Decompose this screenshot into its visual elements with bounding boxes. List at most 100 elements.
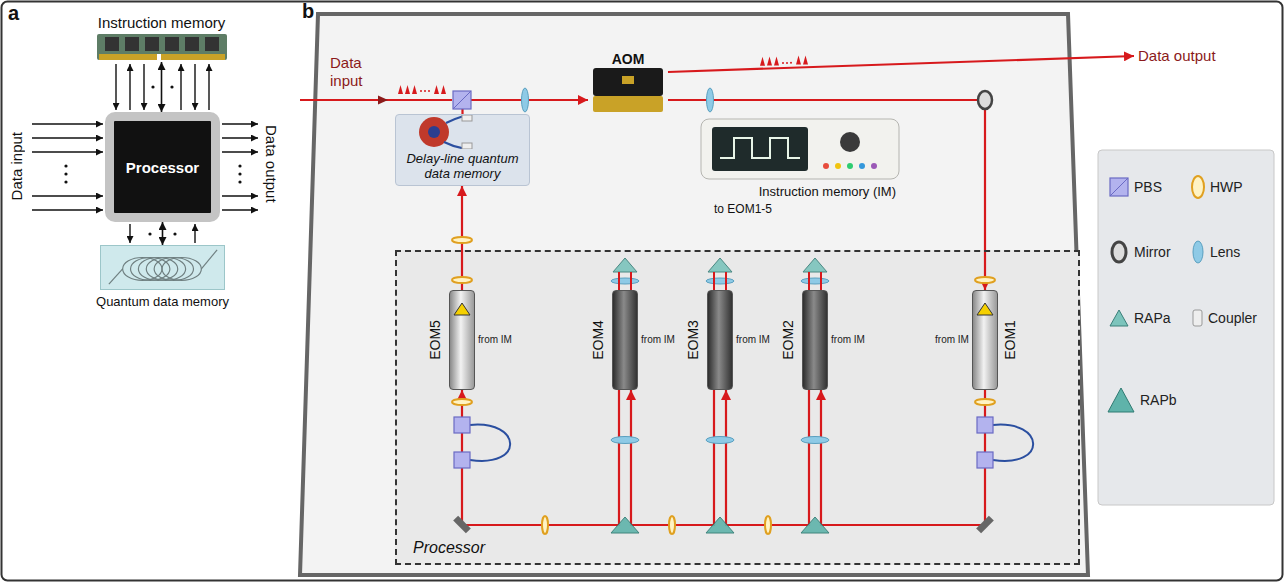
pbs-cube [453,91,471,109]
signal-generator [700,118,900,180]
light-pulses [790,62,792,64]
eom-crystal [972,290,998,390]
light-pulses [767,57,772,66]
half-wave-plate [452,277,472,283]
legend-sample [1193,310,1202,326]
ellipsis-dots [170,85,173,88]
fiber-coil-box [100,245,225,290]
lens [611,437,639,444]
pbs-cube [977,452,993,468]
ellipsis-dots [64,85,241,235]
ram-stick [145,37,159,51]
light-pulses [760,57,765,66]
ram-stick [99,54,225,60]
region-title: Processor [413,539,485,557]
panel-frame [300,14,1088,575]
half-wave-plate [669,516,675,534]
lens [611,278,639,284]
fiber-coil-box [154,257,193,280]
legend-text: HWP [1210,179,1243,195]
pbs-cube [454,417,470,433]
legend-text: PBS [1134,179,1162,195]
pbs-cube [453,91,471,109]
legend-sample [1193,241,1203,263]
signal-generator [701,119,899,179]
light-pulses [405,85,410,94]
fiber-spool [462,143,472,149]
fiber-coil-box [109,250,217,284]
eom-crystal-dark [612,290,638,390]
light-pulses [786,62,788,64]
legend-text: RAPb [1140,392,1177,408]
signal-generator [859,163,865,169]
double-pass-beam [808,272,810,290]
device-title: Instruction memory (IM) [700,184,900,199]
pbs-cube [977,417,993,433]
eom-modulator: EOM2from IM [777,290,865,390]
aom-body [588,68,668,112]
fiber-loop [470,425,510,461]
right-angle-prism-a [803,258,827,272]
legend-text: Mirror [1134,244,1171,260]
ram-stick [205,37,219,51]
ram-stick [157,54,161,60]
right-angle-prism-a [613,258,827,272]
device-title: AOM [588,50,668,68]
input-beam [378,96,388,105]
half-wave-plate [452,399,472,405]
pbs-cube [454,417,993,468]
memory-module: Instruction memory [88,14,235,62]
fiber-spool [400,115,525,149]
panel-letter: a [8,2,19,25]
legend-sample [1108,176,1204,412]
aom-body [593,68,663,96]
right-angle-prism-b [801,517,829,533]
eom-modulator: EOM5from IM [424,290,512,390]
eom-modulator: EOM1 from IM [935,290,1023,390]
eom-crystal [454,303,470,315]
legend-sample [1110,178,1128,196]
light-pulses [428,90,430,92]
legend-text: RAPa [1134,310,1171,326]
ram-stick [185,37,199,51]
legend-sample [1112,242,1126,262]
beam-path [462,390,619,525]
eom-label: EOM1 [1002,320,1018,360]
legend-sample [1110,178,1128,196]
fiber-coil-box [201,250,217,269]
ellipsis-dots [148,232,151,235]
mirror [453,516,471,534]
bus-arrow [143,64,144,110]
control-label: from IM [935,334,969,346]
lens [522,88,529,112]
bus-arrow [194,64,195,110]
mirror [976,516,994,534]
pbs-cube [453,91,471,109]
bus-arrow [222,151,258,152]
double-pass-beam [713,272,715,290]
legend-panel [1098,150,1274,505]
eom-modulator: EOM4from IM [587,290,675,390]
bus-arrow [222,137,258,138]
eom-crystal-dark [707,290,733,390]
delay-line-memory: Delay-line quantum data memory [395,114,530,186]
bus-arrow [32,64,258,243]
aom-body [622,76,634,84]
bus-arrow [129,224,130,243]
legend-sample [1192,176,1204,198]
fiber-coil-box [131,257,170,280]
signal-label: Data output [1138,47,1216,64]
eom-crystal [977,303,993,315]
eom-crystal [450,301,474,317]
ellipsis-dots [238,164,241,167]
bus-arrow [222,209,258,210]
lens [522,88,830,444]
bus-arrow [129,64,130,110]
light-pulses [803,55,808,64]
signal-label: Data input [330,54,375,90]
beam-path [631,390,714,525]
panel-letter: b [302,0,314,23]
bus-arrow [32,195,103,196]
